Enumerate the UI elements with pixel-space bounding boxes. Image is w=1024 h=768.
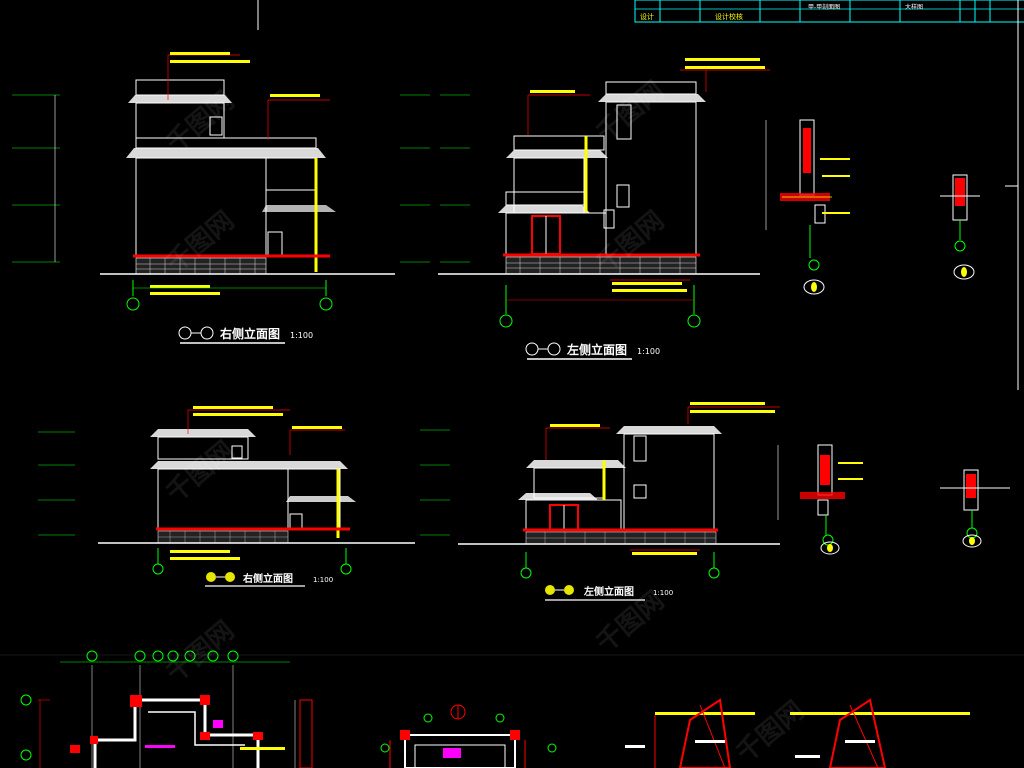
watermark-group: 千图网 千图网 千图网 千图网 千图网 千图网 千图网 千图网 [161, 76, 810, 768]
floor-plan-bottom-middle [380, 704, 557, 768]
detail-section-4 [940, 469, 1010, 548]
drawing-3-scale: 1:100 [313, 576, 333, 584]
title-block: 设计 设计校核 甲-甲剖面图 大样图 [257, 0, 1024, 390]
elevation-right-top [12, 52, 430, 311]
watermark-7: 千图网 [161, 616, 240, 689]
drawing-2-scale: 1:100 [637, 347, 660, 356]
drawing-title-1: 右侧立面图 1:100 [178, 326, 313, 344]
elevation-right-middle [38, 406, 415, 575]
watermark-5: 千图网 [161, 436, 240, 509]
drawing-title-3: 右侧立面图 1:100 [205, 572, 333, 587]
drawing-4-name: 左侧立面图 [583, 585, 634, 598]
titleblock-cell-1: 设计 [640, 12, 654, 21]
detail-section-2 [940, 174, 1018, 280]
floor-plan-bottom-left [20, 650, 313, 768]
drawing-4-scale: 1:100 [653, 589, 673, 597]
drawing-title-4: 左侧立面图 1:100 [545, 585, 673, 601]
detail-section-3 [777, 444, 863, 555]
elevation-left-middle [420, 402, 780, 579]
drawing-1-name: 右侧立面图 [219, 326, 280, 341]
drawing-2-name: 左侧立面图 [566, 342, 627, 357]
elevation-left-top [438, 58, 770, 328]
titleblock-cell-4: 大样图 [905, 3, 923, 11]
detail-section-bottom-right [625, 698, 970, 768]
drawing-3-name: 右侧立面图 [242, 572, 293, 585]
drawing-title-2: 左侧立面图 1:100 [525, 342, 660, 360]
drawing-1-scale: 1:100 [290, 331, 313, 340]
titleblock-cell-2: 设计校核 [715, 12, 743, 21]
titleblock-cell-3: 甲-甲剖面图 [808, 3, 840, 11]
detail-section-1 [765, 119, 850, 295]
